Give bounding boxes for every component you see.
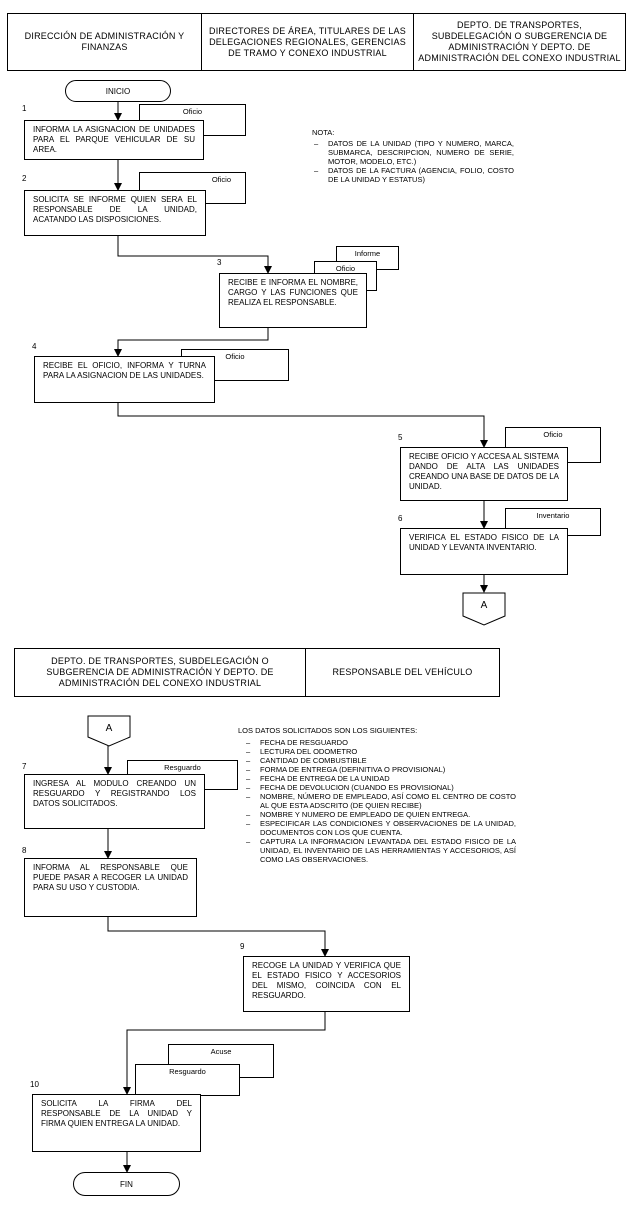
note-item: FORMA DE ENTREGA (DEFINITIVA O PROVISION… — [244, 765, 516, 774]
end-terminal: FIN — [73, 1172, 180, 1196]
note-item: FECHA DE ENTREGA DE LA UNIDAD — [244, 774, 516, 783]
header-col-direccion: DIRECCIÓN DE ADMINISTRACIÓN Y FINANZAS — [7, 13, 202, 71]
step-2-box: SOLICITA SE INFORME QUIEN SERA EL RESPON… — [24, 190, 206, 236]
header2-col-responsable: RESPONSABLE DEL VEHÍCULO — [305, 648, 500, 697]
step-1-box: INFORMA LA ASIGNACION DE UNIDADES PARA E… — [24, 120, 204, 160]
step-7-box: INGRESA AL MODULO CREANDO UN RESGUARDO Y… — [24, 774, 205, 829]
step-6-box: VERIFICA EL ESTADO FISICO DE LA UNIDAD Y… — [400, 528, 568, 575]
step-5-box: RECIBE OFICIO Y ACCESA AL SISTEMA DANDO … — [400, 447, 568, 501]
doc-label: Oficio — [335, 264, 356, 273]
note-item: ESPECIFICAR LAS CONDICIONES Y OBSERVACIO… — [244, 819, 516, 837]
note-item: LECTURA DEL ODOMETRO — [244, 747, 516, 756]
note-item: CAPTURA LA INFORMACION LEVANTADA DEL EST… — [244, 837, 516, 864]
step-number: 4 — [32, 342, 37, 351]
step-number: 7 — [22, 762, 27, 771]
doc-resguardo: Resguardo — [135, 1064, 240, 1096]
header-col-label: DIRECTORES DE ÁREA, TITULARES DE LAS DEL… — [209, 25, 406, 58]
doc-label: Inventario — [536, 511, 570, 520]
start-label: INICIO — [105, 86, 131, 96]
note-title: LOS DATOS SOLICITADOS SON LOS SIGUIENTES… — [238, 726, 418, 735]
step-text: RECIBE EL OFICIO, INFORMA Y TURNA PARA L… — [43, 361, 206, 380]
offpage-connector-in — [87, 715, 131, 747]
doc-label: Informe — [354, 249, 381, 258]
note-item: CANTIDAD DE COMBUSTIBLE — [244, 756, 516, 765]
doc-label: Resguardo — [169, 1067, 206, 1076]
step-number: 8 — [22, 846, 27, 855]
doc-label: Oficio — [543, 430, 563, 439]
step-text: INFORMA AL RESPONSABLE QUE PUEDE PASAR A… — [33, 863, 188, 892]
note-item: DATOS DE LA UNIDAD (TIPO Y NUMERO, MARCA… — [312, 139, 514, 166]
step-number: 1 — [22, 104, 27, 113]
doc-label: Oficio — [211, 175, 231, 184]
step-8-box: INFORMA AL RESPONSABLE QUE PUEDE PASAR A… — [24, 858, 197, 917]
step-text: INGRESA AL MODULO CREANDO UN RESGUARDO Y… — [33, 779, 196, 808]
note-item: NOMBRE Y NUMERO DE EMPLEADO DE QUIEN ENT… — [244, 810, 516, 819]
doc-label: Oficio — [182, 107, 203, 116]
header-col-depto-transportes: DEPTO. DE TRANSPORTES, SUBDELEGACIÓN O S… — [413, 13, 626, 71]
step-number: 9 — [240, 942, 245, 951]
header2-col-depto-transportes: DEPTO. DE TRANSPORTES, SUBDELEGACIÓN O S… — [14, 648, 306, 697]
step-number: 3 — [217, 258, 222, 267]
start-terminal: INICIO — [65, 80, 171, 102]
step-number: 10 — [30, 1080, 39, 1089]
header-col-label: DIRECCIÓN DE ADMINISTRACIÓN Y FINANZAS — [24, 31, 185, 52]
step-3-box: RECIBE E INFORMA EL NOMBRE, CARGO Y LAS … — [219, 273, 367, 328]
doc-label: Acuse — [210, 1047, 232, 1056]
doc-label: Oficio — [225, 352, 245, 361]
header-col-label: DEPTO. DE TRANSPORTES, SUBDELEGACIÓN O S… — [418, 20, 621, 63]
note-item: DATOS DE LA FACTURA (AGENCIA, FOLIO, COS… — [312, 166, 514, 184]
note-item: FECHA DE DEVOLUCION (CUANDO ES PROVISION… — [244, 783, 516, 792]
step-text: SOLICITA LA FIRMA DEL RESPONSABLE DE LA … — [41, 1099, 192, 1128]
step-number: 6 — [398, 514, 403, 523]
step-text: VERIFICA EL ESTADO FISICO DE LA UNIDAD Y… — [409, 533, 559, 552]
doc-label: Resguardo — [164, 763, 201, 772]
step-text: SOLICITA SE INFORME QUIEN SERA EL RESPON… — [33, 195, 197, 224]
note-datos-unidad: NOTA: DATOS DE LA UNIDAD (TIPO Y NUMERO,… — [312, 128, 514, 184]
step-text: INFORMA LA ASIGNACION DE UNIDADES PARA E… — [33, 125, 195, 154]
step-text: RECIBE OFICIO Y ACCESA AL SISTEMA DANDO … — [409, 452, 559, 491]
note-item: FECHA DE RESGUARDO — [244, 738, 516, 747]
header-col-label: RESPONSABLE DEL VEHÍCULO — [332, 667, 473, 677]
note-title: NOTA: — [312, 128, 335, 137]
step-10-box: SOLICITA LA FIRMA DEL RESPONSABLE DE LA … — [32, 1094, 201, 1152]
header-col-label: DEPTO. DE TRANSPORTES, SUBDELEGACIÓN O S… — [46, 656, 274, 688]
note-item: NOMBRE, NÚMERO DE EMPLEADO, ASÍ COMO EL … — [244, 792, 516, 810]
connector-label: A — [105, 723, 113, 734]
header-col-directores: DIRECTORES DE ÁREA, TITULARES DE LAS DEL… — [201, 13, 414, 71]
end-label: FIN — [120, 1179, 133, 1189]
note-datos-solicitados: LOS DATOS SOLICITADOS SON LOS SIGUIENTES… — [238, 726, 516, 864]
step-text: RECOGE LA UNIDAD Y VERIFICA QUE EL ESTAD… — [252, 961, 401, 1000]
step-number: 2 — [22, 174, 27, 183]
step-9-box: RECOGE LA UNIDAD Y VERIFICA QUE EL ESTAD… — [243, 956, 410, 1012]
step-number: 5 — [398, 433, 403, 442]
step-4-box: RECIBE EL OFICIO, INFORMA Y TURNA PARA L… — [34, 356, 215, 403]
offpage-connector-out — [462, 592, 506, 626]
step-text: RECIBE E INFORMA EL NOMBRE, CARGO Y LAS … — [228, 278, 358, 307]
connector-label: A — [480, 600, 488, 611]
